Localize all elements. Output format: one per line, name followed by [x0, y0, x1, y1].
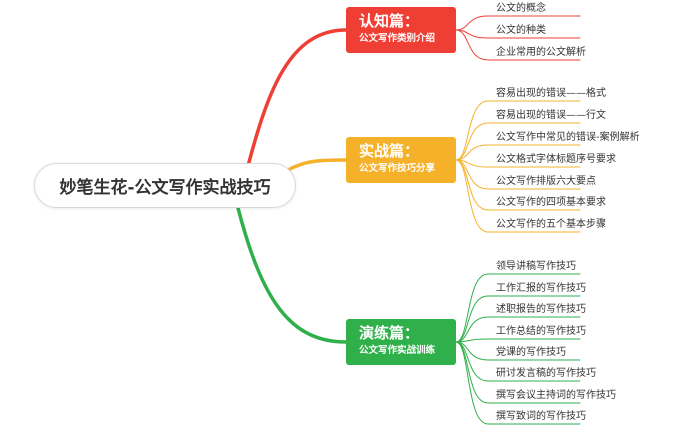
leaf-item: 容易出现的错误——格式	[496, 88, 606, 99]
leaf-item: 领导讲稿写作技巧	[496, 261, 576, 272]
branch-cognition: 认知篇： 公文写作类别介绍	[346, 7, 456, 53]
leaf-item: 公文的种类	[496, 25, 546, 36]
leaf-item: 公文的概念	[496, 3, 546, 14]
branch-title: 实战篇：	[359, 142, 420, 160]
connector-branch-leaf	[455, 122, 581, 161]
connector-branch-leaf	[455, 341, 581, 382]
branch-subtitle: 公文写作技巧分享	[359, 163, 436, 174]
connector-branch-leaf	[455, 295, 581, 343]
leaf-item: 撰写会议主持词的写作技巧	[496, 390, 616, 401]
connector-branch-leaf	[455, 159, 581, 233]
leaf-item: 公文写作中常见的错误-案例解析	[496, 132, 640, 143]
root-node: 妙笔生花-公文写作实战技巧	[34, 163, 296, 208]
connector-branch-leaf	[455, 15, 581, 31]
branch-practice: 实战篇： 公文写作技巧分享	[346, 137, 456, 183]
leaf-item: 公文写作的四项基本要求	[496, 197, 606, 208]
branch-subtitle: 公文写作实战训练	[359, 345, 436, 356]
connector-root-branch	[236, 206, 348, 344]
connector-root-branch	[286, 158, 348, 172]
connector-branch-leaf	[455, 144, 581, 161]
branch-title: 演练篇：	[359, 324, 420, 342]
leaf-item: 工作汇报的写作技巧	[496, 283, 586, 294]
leaf-item: 公文写作排版六大要点	[496, 176, 596, 187]
leaf-item: 容易出现的错误——行文	[496, 110, 606, 121]
connector-branch-leaf	[455, 29, 581, 39]
branch-subtitle: 公文写作类别介绍	[359, 33, 436, 44]
leaf-item: 公文格式字体标题序号要求	[496, 154, 616, 165]
connector-branch-leaf	[455, 159, 581, 168]
branch-title: 认知篇：	[359, 12, 420, 30]
connector-branch-leaf	[455, 100, 581, 161]
leaf-item: 述职报告的写作技巧	[496, 304, 586, 315]
connector-branch-leaf	[455, 341, 581, 425]
connector-root-branch	[246, 28, 348, 168]
leaf-item: 企业常用的公文解析	[496, 47, 586, 58]
leaf-item: 工作总结的写作技巧	[496, 326, 586, 337]
connector-branch-leaf	[455, 29, 581, 61]
connector-branch-leaf	[455, 338, 581, 343]
leaf-item: 研讨发言稿的写作技巧	[496, 368, 596, 379]
leaf-item: 公文写作的五个基本步骤	[496, 219, 606, 230]
connector-branch-leaf	[455, 273, 581, 343]
branch-training: 演练篇： 公文写作实战训练	[346, 319, 456, 365]
leaf-item: 撰写致词的写作技巧	[496, 411, 586, 422]
connector-branch-leaf	[455, 316, 581, 343]
connector-branch-leaf	[455, 159, 581, 190]
leaf-item: 党课的写作技巧	[496, 347, 566, 358]
